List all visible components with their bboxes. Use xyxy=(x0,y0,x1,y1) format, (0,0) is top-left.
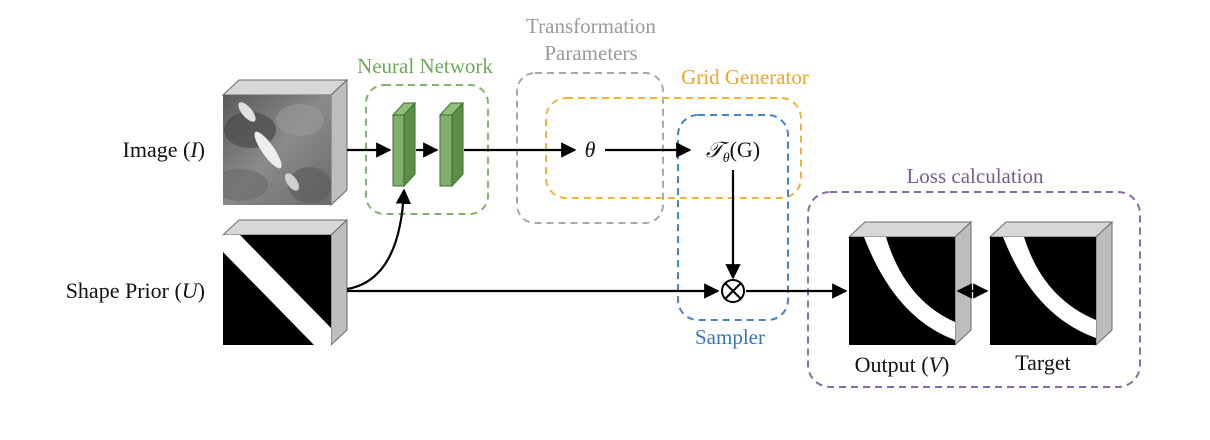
output-cube-side xyxy=(954,220,972,347)
output-label-text: Output xyxy=(855,352,916,377)
image-input-symbol: I xyxy=(189,137,199,162)
target-cube-side xyxy=(1095,220,1113,347)
image-cube-top xyxy=(221,79,349,96)
output-label: Output (V) xyxy=(855,352,950,377)
output-label-symbol: V xyxy=(929,352,945,377)
sampler-multiply-op xyxy=(721,279,745,303)
transformation-parameters-group-box xyxy=(516,72,664,224)
parameters-label-line2: Parameters xyxy=(544,41,637,65)
target-curve-band xyxy=(1003,237,1096,338)
loss-calculation-group-box xyxy=(807,191,1141,388)
target-label: Target xyxy=(1015,350,1070,375)
nn-layer-1 xyxy=(391,101,417,188)
nn-layer-2 xyxy=(438,101,465,188)
grid-node-subscript: θ xyxy=(723,151,730,166)
target-cube-top xyxy=(988,221,1114,238)
target-cube xyxy=(988,220,1114,347)
neural-network-label: Neural Network xyxy=(357,54,493,78)
shape-prior-diagonal-band xyxy=(223,235,331,345)
image-input-text: Image xyxy=(123,137,178,162)
shape-prior-input-label: Shape Prior (U) xyxy=(66,278,205,303)
image-input-label: Image (I) xyxy=(123,137,205,162)
theta-node-label: θ xyxy=(585,137,596,162)
grid-node-label: 𝒯θ(G) xyxy=(706,137,760,166)
output-cube-top xyxy=(847,221,973,238)
transformation-label-line1: Transformation xyxy=(526,14,656,38)
shape-prior-input-symbol: U xyxy=(182,278,200,303)
shape-prior-cube-side xyxy=(330,218,348,347)
shape-prior-cube xyxy=(221,218,349,347)
grid-node-argument: (G) xyxy=(730,137,761,162)
sampler-label: Sampler xyxy=(695,325,765,349)
output-cube xyxy=(847,220,973,347)
loss-calculation-label: Loss calculation xyxy=(906,164,1044,188)
grid-generator-group-box xyxy=(545,97,802,199)
sampler-group-box xyxy=(677,114,789,321)
grid-generator-label: Grid Generator xyxy=(681,65,809,89)
image-cube-side xyxy=(330,78,348,207)
output-curve-band xyxy=(864,237,955,340)
shape-prior-cube-top xyxy=(221,219,349,236)
image-texture xyxy=(223,102,331,203)
edge-shape-prior-to-nn xyxy=(346,188,412,291)
shape-prior-input-text: Shape Prior xyxy=(66,278,170,303)
image-cube xyxy=(221,78,349,207)
